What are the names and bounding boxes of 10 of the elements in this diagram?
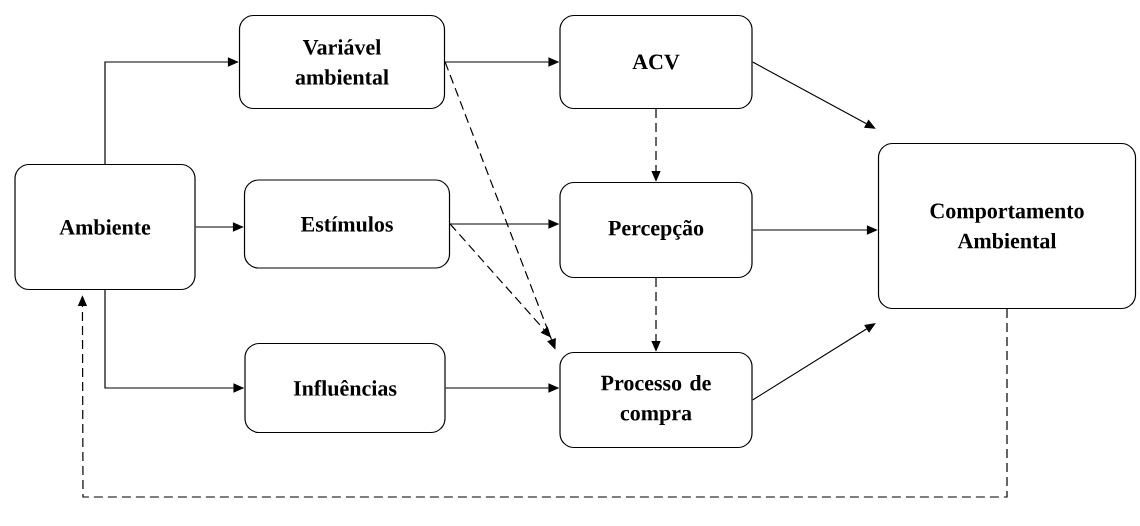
process-box: Ambiente — [14, 163, 196, 291]
process-box: ACV — [559, 14, 753, 110]
process-box: Variável ambiental — [238, 14, 446, 110]
process-box: Influências — [244, 342, 446, 434]
arrow — [752, 323, 876, 401]
process-box: Percepção — [559, 181, 753, 279]
process-box: Comportamento Ambiental — [877, 142, 1137, 310]
process-box: Estímulos — [243, 179, 451, 269]
arrow — [752, 61, 876, 129]
process-box: Processo de compra — [559, 351, 753, 449]
